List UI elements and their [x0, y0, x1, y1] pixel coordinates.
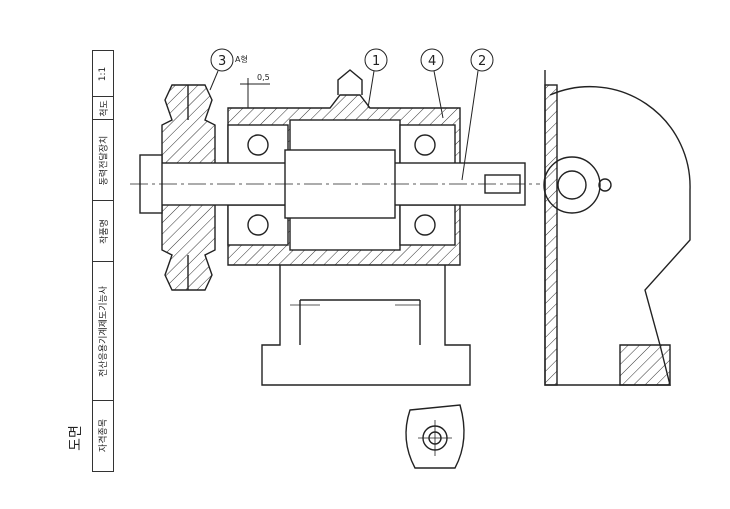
balloon-2-label: 2 [478, 54, 486, 69]
balloon-3 [210, 48, 234, 72]
title-block: 1:1 척도 동력전달장치 작품명 전산응용기계제도기능사 자격종목 [92, 50, 114, 472]
flange-detail-view [405, 404, 465, 469]
balloon-3-label: 3 [218, 54, 226, 69]
balloon-1 [364, 48, 388, 72]
balloon-2 [470, 48, 494, 72]
scale-label-cell: 척도 [93, 97, 113, 120]
shaft [130, 149, 540, 219]
scale-value-cell: 1:1 [93, 51, 113, 97]
part-balloons [209, 48, 494, 181]
qualification-cell: 전산응용기계제도기능사 [93, 262, 113, 401]
pulley-type-note: A형 [235, 55, 248, 64]
balloon-1-label: 1 [372, 54, 380, 69]
balloon-4 [420, 48, 444, 72]
clearance-dimension: 0,5 [257, 73, 270, 82]
work-label-cell: 작품명 [93, 201, 113, 262]
work-name-cell: 동력전달장치 [93, 120, 113, 201]
side-view [543, 70, 691, 386]
base [261, 265, 471, 386]
balloon-4-label: 4 [428, 54, 436, 69]
